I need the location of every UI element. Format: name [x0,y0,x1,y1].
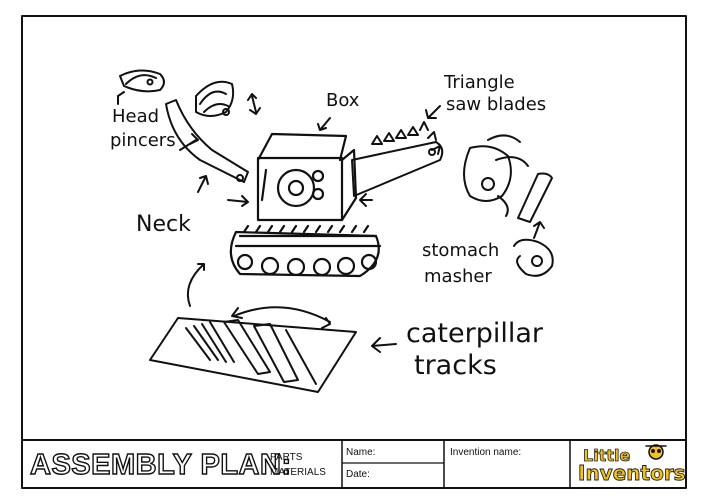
label-neck: Neck [136,212,191,237]
box-drawing [256,132,358,222]
date-field-label: Date: [346,469,370,480]
name-field-label: Name: [346,447,376,458]
assembly-plan-title: ASSEMBLY PLAN: [29,448,292,481]
label-triangle: Triangle [444,72,515,93]
label-masher: masher [424,266,492,287]
logo-mascot-icon [645,444,667,460]
label-head: Head [112,106,160,127]
label-stomach: stomach [422,240,500,261]
track-base-drawing [229,224,382,278]
logo-text-inventors: Inventors [578,461,686,486]
label-pincers: pincers [110,130,176,151]
caterpillar-tracks-drawing [149,306,357,393]
saw-arm-drawing [351,121,444,197]
logo-text-little: Little [583,446,631,466]
label-saw-blades: saw blades [446,94,547,115]
materials-label: MATERIALS [270,467,326,478]
outer-border [21,15,687,489]
annotation-arrows [117,91,545,353]
parts-label: PARTS [270,452,303,463]
label-box: Box [326,90,360,111]
invention-name-field-label: Invention name: [450,447,522,458]
label-tracks: tracks [414,350,497,381]
neck-arm-drawing [165,99,249,183]
head-pincers-drawing [119,69,261,117]
label-caterpillar: caterpillar [406,318,543,349]
stomach-masher-drawing [463,134,554,277]
